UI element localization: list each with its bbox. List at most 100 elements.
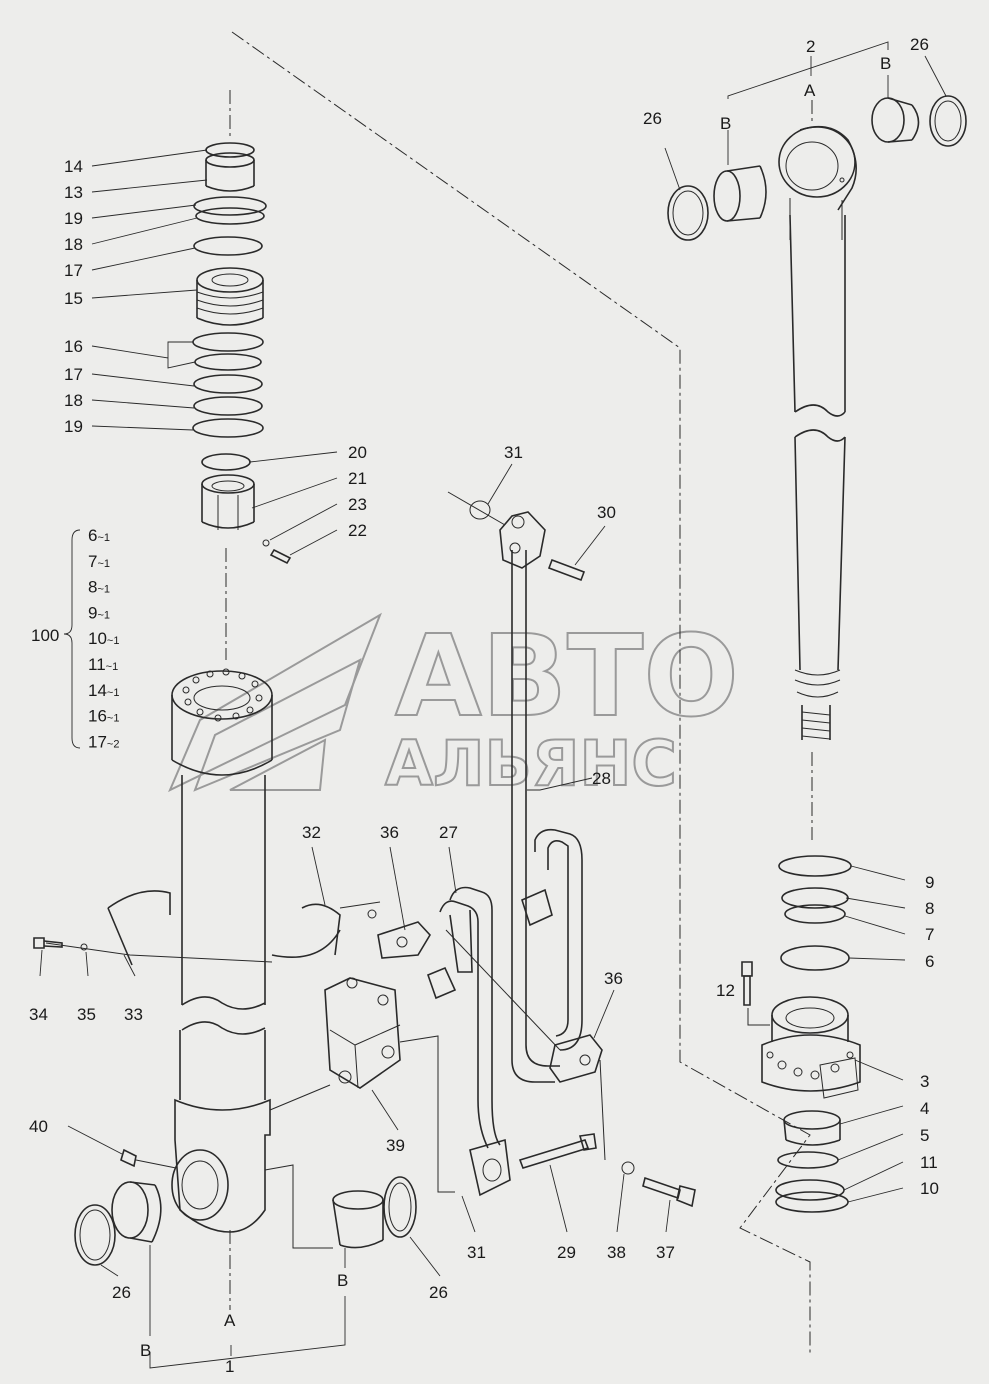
kit-item: 14~1 <box>88 681 119 700</box>
kit-item-part-number: 9 <box>88 603 97 622</box>
callout-26-top-right: 26 <box>910 35 929 54</box>
callout-12: 12 <box>716 981 735 1000</box>
callout-36: 36 <box>380 823 399 842</box>
bottom-bushings <box>74 1164 417 1266</box>
part-36b-bracket <box>549 1034 606 1161</box>
cylinder-tube <box>171 668 273 1233</box>
right-lower-rings <box>775 1110 849 1213</box>
assembly-number-2: 2 <box>806 37 815 56</box>
part-11-ring <box>775 1179 845 1201</box>
part-18-ring <box>195 207 265 225</box>
part-38-washer <box>621 1161 635 1175</box>
part-4-bushing <box>783 1110 841 1130</box>
callout-11: 11 <box>920 1153 938 1172</box>
callout-14: 14 <box>64 157 83 176</box>
callout-33: 33 <box>124 1005 143 1024</box>
kit-item-quantity: ~1 <box>107 713 120 725</box>
callout-18: 18 <box>64 235 83 254</box>
callout-22: 22 <box>348 521 367 540</box>
kit-item-quantity: ~1 <box>107 635 120 647</box>
kit-item: 11~1 <box>88 655 118 674</box>
kit-item-part-number: 6 <box>88 526 97 545</box>
kit-item-quantity: ~1 <box>106 661 119 673</box>
kit-item-quantity: ~1 <box>97 558 110 570</box>
piston-rod <box>778 125 857 740</box>
part-19-ring <box>193 196 267 216</box>
kit-item: 6~1 <box>88 526 110 545</box>
hydraulic-pipes <box>426 550 583 1197</box>
callout-27: 27 <box>439 823 458 842</box>
callout-32: 32 <box>302 823 321 842</box>
phantom-lines <box>225 31 813 1355</box>
callout-26-top-left: 26 <box>643 109 662 128</box>
part-5-ring <box>777 1151 839 1169</box>
callout-19b: 19 <box>64 417 83 436</box>
callout-10: 10 <box>920 1179 939 1198</box>
part-20-washer <box>201 453 251 471</box>
watermark-logo <box>168 612 382 793</box>
kit-number: 100 <box>31 626 59 645</box>
label-b-bottom-right: B <box>337 1271 348 1290</box>
kit-item: 8~1 <box>88 578 110 597</box>
callout-40: 40 <box>29 1117 48 1136</box>
kit-item-part-number: 17 <box>88 732 107 751</box>
left-seal-stack <box>192 142 292 565</box>
kit-item-part-number: 11 <box>88 655 106 674</box>
part-16-ring <box>192 332 264 352</box>
callout-20: 20 <box>348 443 367 462</box>
kit-item-quantity: ~1 <box>107 687 120 699</box>
kit-item-quantity: ~1 <box>97 609 110 621</box>
label-b-bottom-left: B <box>140 1341 151 1360</box>
callout-30: 30 <box>597 503 616 522</box>
kit-item: 10~1 <box>88 629 119 648</box>
part-17-ring <box>193 236 263 256</box>
kit-group-100: 100 6~17~18~19~110~111~114~116~117~2 <box>31 526 119 751</box>
part-13-bushing <box>205 152 255 192</box>
kit-item: 9~1 <box>88 603 110 622</box>
assembly-number-1: 1 <box>225 1357 234 1376</box>
part-21-nut <box>201 474 255 530</box>
callout-39: 39 <box>386 1136 405 1155</box>
part-29-bolt <box>518 1133 597 1169</box>
pipe-clamp <box>33 890 381 966</box>
callout-16: 16 <box>64 337 83 356</box>
part-23-ball <box>262 539 270 547</box>
callout-26-bottom-right: 26 <box>429 1283 448 1302</box>
label-b-top-left: B <box>720 114 731 133</box>
part-16b-ring <box>194 353 262 371</box>
part-17b-ring <box>193 374 263 394</box>
callout-5: 5 <box>920 1126 929 1145</box>
part-9-ring <box>778 855 852 877</box>
kit-item: 17~2 <box>88 732 119 751</box>
callout-31: 31 <box>504 443 523 462</box>
watermark: АВТО АЛЬЯНС <box>168 611 740 801</box>
callout-35: 35 <box>77 1005 96 1024</box>
part-19b-ring <box>192 418 264 438</box>
callout-31b: 31 <box>467 1243 486 1262</box>
label-a-bottom: A <box>224 1311 236 1330</box>
kit-item-part-number: 14 <box>88 681 107 700</box>
kit-item-quantity: ~1 <box>97 584 110 596</box>
kit-item: 16~1 <box>88 707 119 726</box>
part-6-ring <box>780 945 850 971</box>
part-37-bolt <box>642 1176 696 1208</box>
watermark-line2: АЛЬЯНС <box>385 727 677 800</box>
callout-26-bottom-left: 26 <box>112 1283 131 1302</box>
part-40-grease-fitting <box>120 1148 177 1169</box>
callout-21: 21 <box>348 469 367 488</box>
part-39-valve-block <box>269 977 455 1193</box>
callout-18b: 18 <box>64 391 83 410</box>
callout-36b: 36 <box>604 969 623 988</box>
callout-8: 8 <box>925 899 934 918</box>
callout-7: 7 <box>925 925 934 944</box>
callout-3: 3 <box>920 1072 929 1091</box>
part-15-piston <box>196 267 264 326</box>
part-3-cylinder-head <box>761 996 861 1099</box>
callout-13: 13 <box>64 183 83 202</box>
top-bushings <box>667 95 967 241</box>
leader-lines <box>39 41 947 1369</box>
part-36-bracket <box>377 921 431 959</box>
part-7-ring <box>784 904 846 924</box>
callout-19: 19 <box>64 209 83 228</box>
callout-6: 6 <box>925 952 934 971</box>
